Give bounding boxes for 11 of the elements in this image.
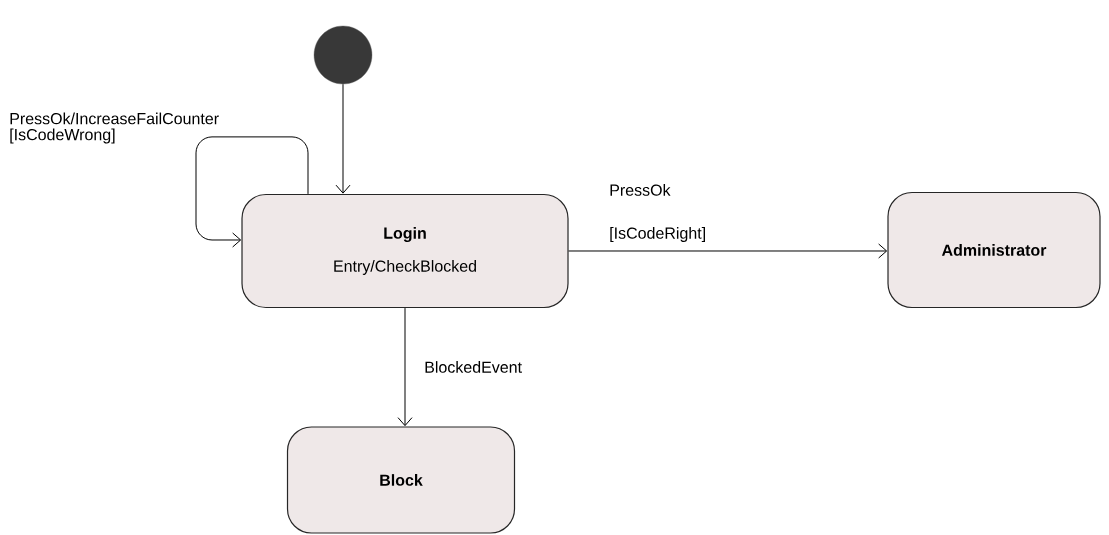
edge-label: PressOk/IncreaseFailCounter [IsCodeWrong] (10, 112, 219, 144)
arrow (397, 307, 413, 427)
state-box: Administrator (887, 191, 1101, 309)
arrow (195, 136, 309, 248)
arrow (335, 83, 351, 194)
edge-label: PressOk [IsCodeRight] (610, 184, 705, 242)
arrow (568, 243, 888, 259)
state-box: Block (286, 426, 516, 534)
state-box: Login Entry/CheckBlocked (241, 193, 569, 309)
initial-state (313, 25, 373, 85)
edge-label: BlockedEvent (425, 361, 522, 373)
